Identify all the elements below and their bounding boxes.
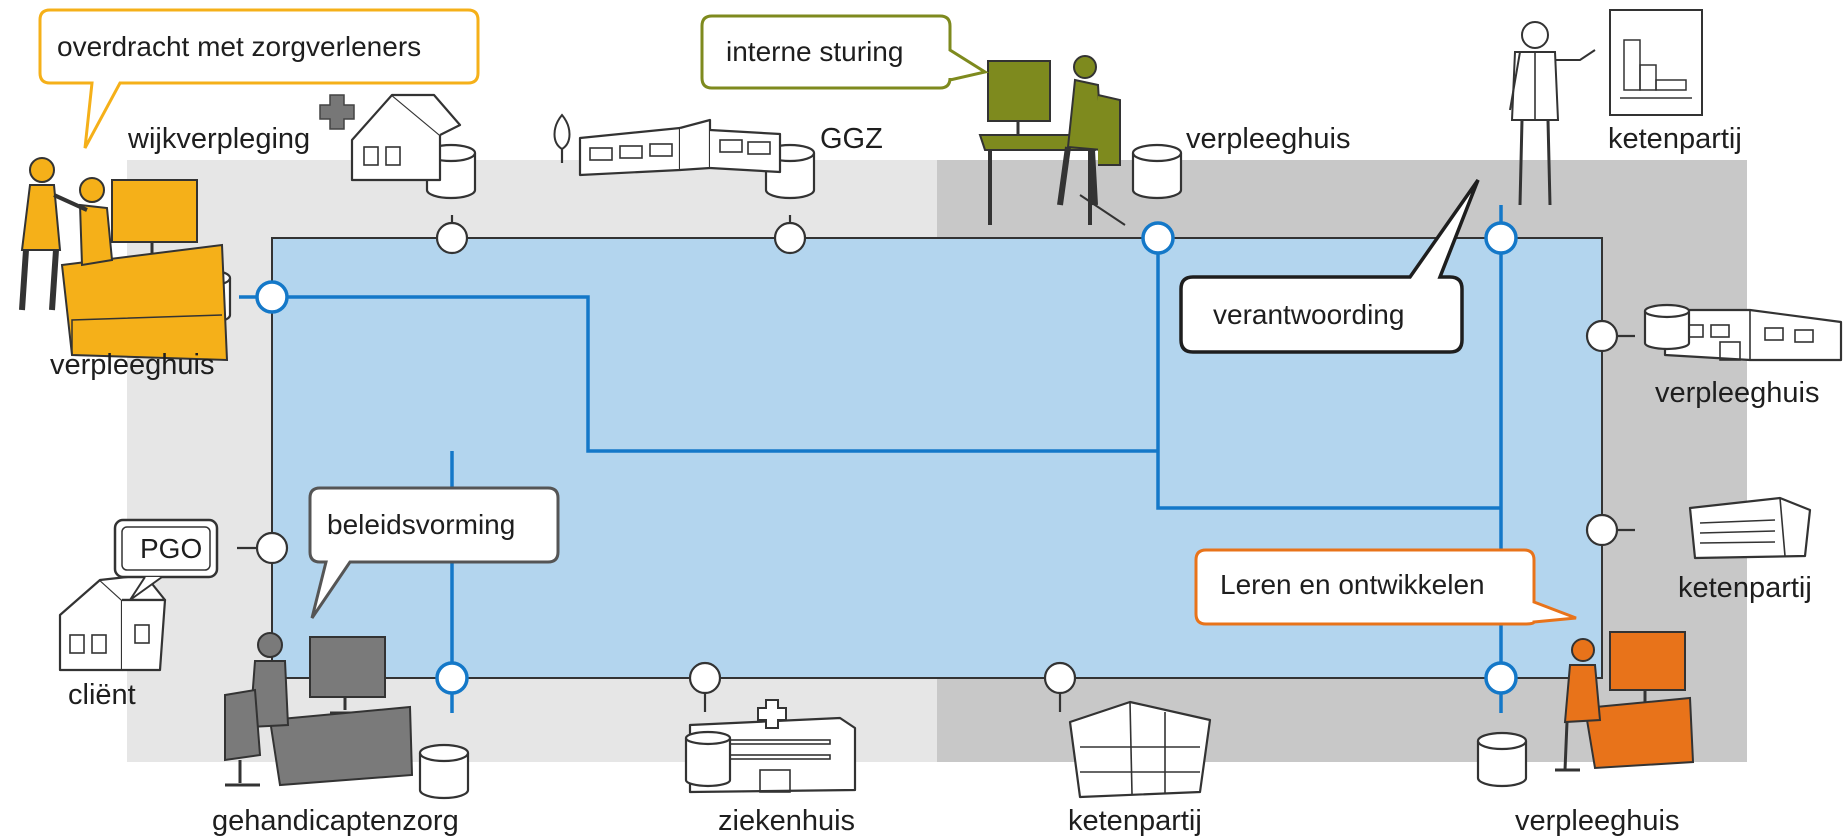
database-cylinder-icon: [684, 730, 732, 788]
bubble-text-beleidsvorming: beleidsvorming: [327, 509, 515, 540]
node-gehandicaptenzorg: [435, 661, 469, 695]
node-client: [255, 531, 289, 565]
house-icon: [58, 573, 167, 672]
person-at-computer-icon: [224, 632, 414, 787]
label-ziekenhuis: ziekenhuis: [718, 805, 855, 837]
label-verpleeghuis-top: verpleeghuis: [1186, 123, 1350, 155]
pgo-box: [113, 518, 219, 601]
bubble-text-interne-sturing: interne sturing: [726, 36, 903, 67]
building-icon: [1663, 308, 1843, 362]
people: [19, 9, 1703, 787]
database-cylinder-icon: [418, 743, 470, 800]
label-ggz: GGZ: [820, 123, 883, 155]
label-verpleeghuis-bottom: verpleeghuis: [1515, 805, 1679, 837]
plus-icon: [319, 94, 355, 130]
bubble-beleidsvorming: beleidsvorming: [308, 486, 560, 619]
bubble-interne-sturing: interne sturing: [700, 14, 989, 90]
person-at-computer-icon: [1555, 631, 1695, 772]
label-client: cliënt: [68, 679, 136, 711]
node-ketenpartij-right: [1585, 513, 1619, 547]
bubble-text-verantwoording: verantwoording: [1213, 299, 1404, 330]
node-verpleeghuis-bottom: [1484, 661, 1518, 695]
node-ketenpartij-top: [1484, 221, 1518, 255]
bubble-text-leren: Leren en ontwikkelen: [1220, 569, 1485, 600]
label-pgo: PGO: [140, 533, 202, 564]
label-verpleeghuis-left: verpleeghuis: [50, 349, 214, 381]
node-verpleeghuis-left: [255, 280, 289, 314]
node-wijkverpleging: [435, 221, 469, 255]
node-ggz: [773, 221, 807, 255]
house-icon: [350, 93, 462, 182]
bubble-overdracht: overdracht met zorgverleners: [38, 8, 480, 149]
building-icon: [578, 118, 782, 177]
building-icon: [1068, 700, 1212, 799]
label-gehandicaptenzorg: gehandicaptenzorg: [212, 805, 459, 837]
node-ketenpartij-bottom: [1043, 661, 1077, 695]
database-cylinder-icon: [1643, 303, 1691, 351]
database-cylinder-icon: [1131, 143, 1183, 200]
network-nodes: [255, 221, 1619, 695]
bubble-verantwoording: verantwoording: [1179, 178, 1480, 354]
buildings: [58, 93, 1843, 799]
presenter-icon: [1509, 21, 1596, 206]
label-ketenpartij-top: ketenpartij: [1608, 123, 1742, 155]
database-cylinder-icon: [1476, 731, 1528, 788]
speech-bubbles: overdracht met zorgverleners interne stu…: [38, 8, 1577, 626]
node-verpleeghuis-top: [1141, 221, 1175, 255]
tree-icon: [553, 113, 571, 163]
bubble-text-overdracht: overdracht met zorgverleners: [57, 31, 421, 62]
label-verpleeghuis-right: verpleeghuis: [1655, 377, 1819, 409]
label-wijkverpleging: wijkverpleging: [127, 123, 310, 155]
node-verpleeghuis-right: [1585, 319, 1619, 353]
building-icon: [1688, 496, 1812, 560]
bubble-leren: Leren en ontwikkelen: [1194, 548, 1577, 626]
location-labels: wijkverpleging GGZ verpleeghuis ketenpar…: [50, 123, 1819, 837]
chart-board-icon: [1609, 9, 1703, 116]
label-ketenpartij-bottom: ketenpartij: [1068, 805, 1202, 837]
person-at-computer-icon: [978, 55, 1126, 226]
node-ziekenhuis: [688, 661, 722, 695]
person-at-computer-icon: [19, 157, 229, 362]
network-lines: [239, 205, 1503, 713]
label-ketenpartij-right: ketenpartij: [1678, 572, 1812, 604]
plus-icon: [757, 699, 787, 729]
